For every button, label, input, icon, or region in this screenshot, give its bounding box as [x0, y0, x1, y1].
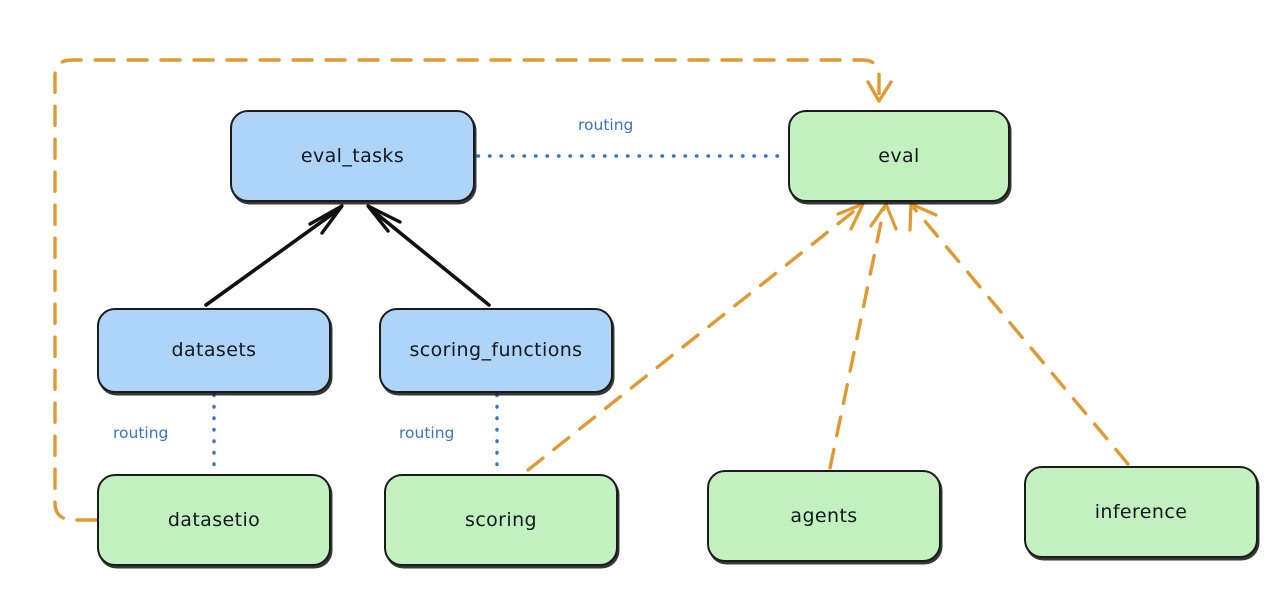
edge-label-routing-eval-tasks-eval: routing — [578, 116, 634, 134]
node-label: datasetio — [167, 508, 261, 531]
node-agents[interactable]: agents — [707, 470, 941, 562]
node-datasets[interactable]: datasets — [97, 308, 331, 393]
node-label: agents — [790, 504, 858, 527]
edge-agents-to-eval — [828, 202, 898, 470]
edge-scoring_functions-to-eval_tasks — [366, 204, 491, 307]
node-inference[interactable]: inference — [1024, 466, 1258, 558]
node-label: inference — [1094, 500, 1188, 523]
node-label: datasets — [171, 339, 257, 362]
node-scoring-functions[interactable]: scoring_functions — [379, 308, 613, 393]
node-label: eval_tasks — [300, 144, 405, 167]
edge-label-routing-datasets-datasetio: routing — [113, 424, 169, 442]
edge-inference-to-eval — [908, 202, 1130, 466]
edge-datasets-to-eval_tasks — [204, 204, 344, 307]
node-eval[interactable]: eval — [788, 110, 1010, 202]
node-scoring[interactable]: scoring — [384, 474, 618, 566]
node-label: eval — [878, 144, 920, 167]
node-eval-tasks[interactable]: eval_tasks — [230, 110, 475, 202]
node-label: scoring — [465, 508, 537, 531]
node-label: scoring_functions — [409, 339, 583, 362]
edge-label-routing-scoring-functions-scoring: routing — [399, 424, 455, 442]
node-datasetio[interactable]: datasetio — [97, 474, 331, 566]
